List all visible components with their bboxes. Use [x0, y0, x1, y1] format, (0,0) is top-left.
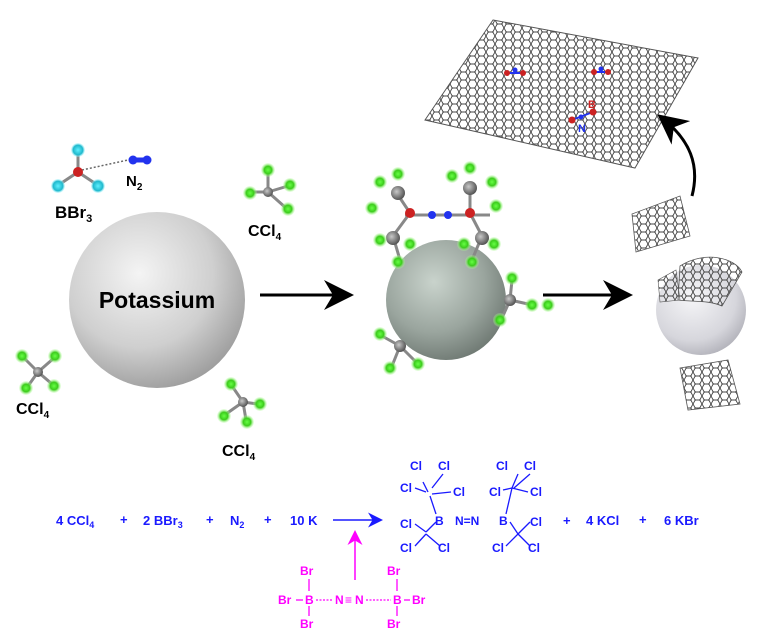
doped-graphene-sheet: [424, 19, 699, 169]
adduct-b-left: B: [305, 593, 314, 607]
graphene-flake-bottom: [679, 359, 741, 411]
plus-2: +: [206, 512, 214, 527]
adduct-n-right: N: [355, 593, 364, 607]
product-cl: Cl: [530, 515, 542, 529]
product-b-right: B: [499, 514, 508, 528]
sheet-label-n: N: [578, 123, 586, 135]
product-kcl: 4 KCl: [586, 513, 619, 528]
dopant-sites: [504, 66, 611, 124]
product-cl: Cl: [410, 459, 422, 473]
potassium-sphere: [69, 212, 245, 388]
reactant-ccl4: 4 CCl4: [56, 513, 94, 530]
reactant-k: 10 K: [290, 513, 318, 528]
product-cl: Cl: [530, 485, 542, 499]
product-cl: Cl: [438, 541, 450, 555]
adduct-br: Br: [300, 564, 314, 578]
sheet-label-b: B: [588, 99, 596, 111]
adduct-br: Br: [412, 593, 426, 607]
adduct-b-right: B: [393, 593, 402, 607]
adsorbed-ccl-left: [373, 327, 425, 375]
n2-molecule: [128, 155, 152, 165]
reactant-n2: N2: [230, 513, 244, 530]
adsorbed-complex: [365, 161, 503, 269]
product-bonds: [414, 473, 531, 547]
adduct-bonds: [296, 579, 410, 616]
adduct-br: Br: [387, 617, 401, 631]
product-cl: Cl: [489, 485, 501, 499]
potassium-label: Potassium: [99, 287, 215, 313]
ccl4-molecule-top: [243, 163, 297, 216]
n2-label: N2: [126, 173, 143, 193]
product-cl: Cl: [438, 459, 450, 473]
bbr3-molecule: [51, 143, 129, 193]
ccl4-label-top: CCl4: [248, 223, 282, 243]
plus-5: +: [639, 512, 647, 527]
ccl4-molecule-left: [15, 349, 62, 395]
adduct-triple-bond: ≡: [345, 593, 352, 607]
product-cl: Cl: [400, 517, 412, 531]
product-cl: Cl: [400, 541, 412, 555]
graphene-flake-edge: [657, 269, 681, 303]
product-cl: Cl: [524, 459, 536, 473]
graphene-flake-top: [631, 195, 691, 253]
adduct-br: Br: [387, 564, 401, 578]
product-cl: Cl: [492, 541, 504, 555]
bbr3-n2-adduct: Br Br Br B N ≡ N B Br Br Br: [278, 564, 426, 631]
product-cl: Cl: [496, 459, 508, 473]
product-b-left: B: [435, 514, 444, 528]
product-structure: Cl Cl Cl Cl Cl Cl Cl B N=N B Cl Cl Cl Cl…: [400, 459, 542, 555]
adduct-n-left: N: [335, 593, 344, 607]
ccl4-label-bottom: CCl4: [222, 443, 256, 463]
potassium-sphere-reacted: [386, 240, 506, 360]
product-kbr: 6 KBr: [664, 513, 699, 528]
reaction-equation: 4 CCl4 + 2 BBr3 + N2 + 10 K + 4 KCl + 6 …: [56, 512, 699, 530]
product-cl: Cl: [453, 485, 465, 499]
plus-4: +: [563, 513, 571, 528]
ccl4-label-left: CCl4: [16, 401, 50, 421]
bbr3-label: BBr3: [55, 203, 92, 225]
adsorbed-ccl-right: [493, 271, 555, 327]
plus-1: +: [120, 512, 128, 527]
graphene-flake-on-sphere: [677, 256, 743, 307]
exfoliation-arrow: [657, 114, 697, 197]
product-cl: Cl: [400, 481, 412, 495]
adduct-br: Br: [300, 617, 314, 631]
adduct-br: Br: [278, 593, 292, 607]
reactant-bbr3: 2 BBr3: [143, 513, 183, 530]
product-nn: N=N: [455, 514, 479, 528]
ccl4-molecule-bottom: [217, 377, 267, 429]
product-cl: Cl: [528, 541, 540, 555]
plus-3: +: [264, 512, 272, 527]
